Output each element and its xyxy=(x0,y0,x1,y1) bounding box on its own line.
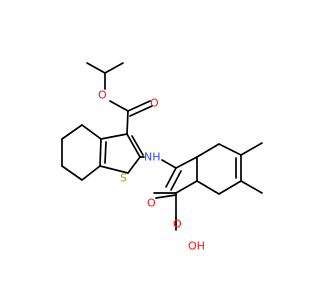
atom-oxygen-acid-hydroxyl: OH xyxy=(188,240,205,253)
bond xyxy=(127,156,141,174)
atom-oxygen-acid-carbonyl: O xyxy=(173,218,182,231)
bond xyxy=(127,100,151,112)
bond xyxy=(81,165,101,181)
bond xyxy=(175,180,198,194)
bond xyxy=(104,141,107,164)
bond xyxy=(196,180,220,195)
bond xyxy=(99,165,129,174)
bond xyxy=(155,194,177,199)
atom-label-layer: O O NH S O O OH xyxy=(98,89,205,253)
atom-nitrogen-amide: NH xyxy=(144,151,161,164)
bond xyxy=(161,159,177,169)
bond xyxy=(196,143,220,158)
bond-layer xyxy=(61,62,263,231)
bond xyxy=(170,170,182,191)
bond xyxy=(218,143,242,156)
bond xyxy=(165,167,177,188)
bond xyxy=(104,62,124,74)
bond xyxy=(109,100,129,112)
bond xyxy=(100,133,128,140)
bond xyxy=(240,142,263,156)
bond xyxy=(218,180,242,195)
atom-oxygen-ester-ether: O xyxy=(98,89,107,102)
bond xyxy=(99,138,102,167)
atom-sulfur-thiophene: S xyxy=(120,172,127,185)
bond xyxy=(61,124,83,140)
atom-oxygen-amide: O xyxy=(147,197,156,210)
bond xyxy=(129,105,153,117)
bond xyxy=(86,62,106,74)
bond xyxy=(131,135,144,156)
bond xyxy=(126,133,141,158)
bond xyxy=(240,180,263,194)
bond xyxy=(81,124,102,140)
bond xyxy=(126,110,129,135)
molecule-diagram: O O NH S O O OH xyxy=(61,62,263,253)
bond xyxy=(175,156,198,169)
atom-oxygen-ester-carbonyl: O xyxy=(150,97,159,110)
bond xyxy=(61,165,83,181)
molecule-structure-canvas: O O NH S O O OH xyxy=(61,62,263,253)
